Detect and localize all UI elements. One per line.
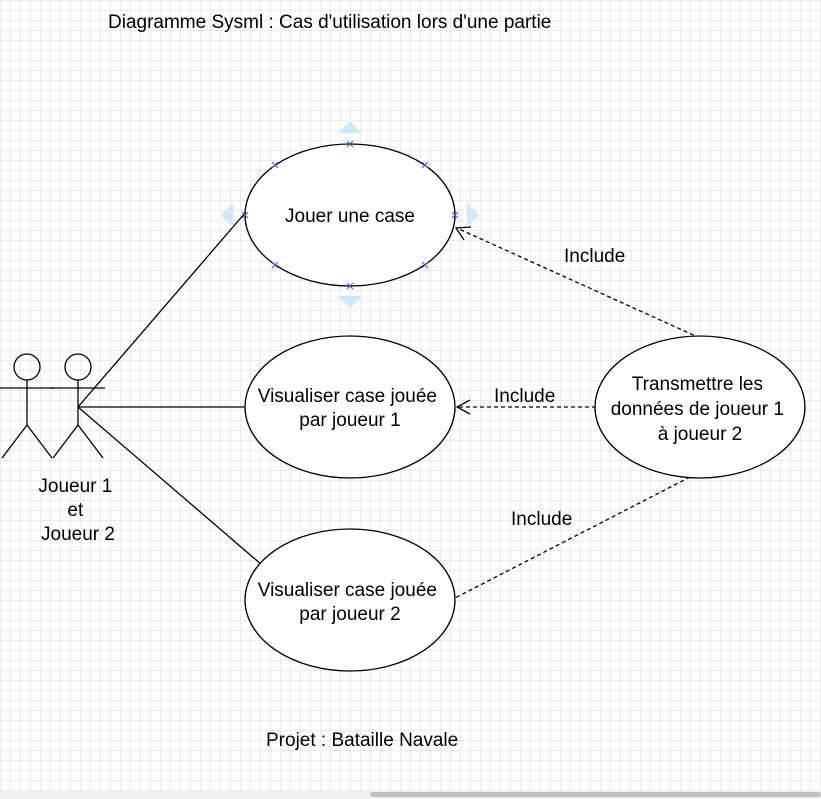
use-case-visu1-shape [244, 335, 456, 479]
use-case-jouer-label: Jouer une case [285, 206, 415, 227]
connection-point-right[interactable] [451, 211, 459, 219]
use-case-visualiser-joueur-1[interactable]: Visualiser case jouée par joueur 1 [244, 335, 456, 479]
connection-point-bottom-right[interactable] [421, 261, 429, 269]
use-case-visu1-label: Visualiser case jouée par joueur 1 [258, 386, 442, 431]
scrollbar-thumb[interactable] [370, 792, 821, 797]
actor-joueur-1[interactable] [0, 353, 54, 459]
use-case-transmettre-line-1: Transmettre les [632, 374, 763, 395]
actor-2-head [64, 353, 92, 381]
connection-point-left[interactable] [241, 211, 249, 219]
association-visu2[interactable] [77, 406, 263, 566]
horizontal-scrollbar[interactable] [0, 790, 821, 799]
connection-point-bottom-left[interactable] [271, 261, 279, 269]
diagram-title: Diagramme Sysml : Cas d'utilisation lors… [108, 12, 551, 33]
use-case-visualiser-joueur-2[interactable]: Visualiser case jouée par joueur 2 [244, 528, 456, 672]
actor-label-line-2: et [67, 500, 84, 521]
connection-point-top-left[interactable] [271, 161, 279, 169]
actor-2-leg-right [77, 424, 104, 459]
use-case-visu2-line-1: Visualiser case jouée [258, 580, 437, 601]
connection-points[interactable] [241, 140, 459, 290]
use-case-visu2-shape [244, 528, 456, 672]
actor-1-head [13, 353, 41, 381]
use-case-visu2-line-2: par joueur 2 [299, 604, 400, 625]
actor-2-leg-left [52, 424, 79, 459]
resize-handle-top[interactable] [338, 121, 362, 133]
use-case-transmettre-shape [594, 335, 806, 479]
actor-label-line-1: Joueur 1 [38, 476, 112, 497]
use-case-transmettre[interactable]: Transmettre les données de joueur 1 à jo… [594, 335, 806, 479]
connection-point-bottom[interactable] [346, 282, 354, 290]
selection-handles[interactable] [221, 121, 479, 308]
actor-1-leg-right [26, 424, 53, 459]
actor-label: Joueur 1 et Joueur 2 [38, 476, 117, 545]
use-case-transmettre-line-3: à joueur 2 [658, 424, 743, 445]
include-arrowhead-visu1 [455, 399, 471, 415]
include-label-visu1: Include [494, 386, 555, 407]
use-case-jouer-line-1: Jouer une case [285, 206, 415, 227]
use-case-transmettre-line-2: données de joueur 1 [611, 399, 784, 420]
project-label: Projet : Bataille Navale [266, 730, 458, 751]
actor-joueur-2[interactable] [51, 353, 105, 459]
use-case-jouer-une-case[interactable]: Jouer une case [244, 143, 456, 287]
actor-label-line-3: Joueur 2 [41, 524, 115, 545]
resize-handle-right[interactable] [467, 203, 479, 227]
include-arrowhead-jouer [454, 226, 472, 241]
include-label-jouer: Include [564, 246, 625, 267]
include-label-visu2: Include [511, 509, 572, 530]
use-case-visu2-label: Visualiser case jouée par joueur 2 [258, 580, 442, 625]
include-edge-jouer[interactable] [458, 228, 701, 339]
use-case-transmettre-label: Transmettre les données de joueur 1 à jo… [611, 374, 790, 445]
connection-point-top-right[interactable] [421, 161, 429, 169]
resize-handle-left[interactable] [221, 203, 233, 227]
connection-point-top[interactable] [346, 140, 354, 148]
association-jouer[interactable] [77, 212, 246, 408]
use-case-visu1-line-2: par joueur 1 [299, 410, 400, 431]
resize-handle-bottom[interactable] [338, 296, 362, 308]
use-case-visu1-line-1: Visualiser case jouée [258, 386, 437, 407]
include-edge-visu2[interactable] [454, 476, 691, 599]
actor-1-leg-left [1, 424, 28, 459]
